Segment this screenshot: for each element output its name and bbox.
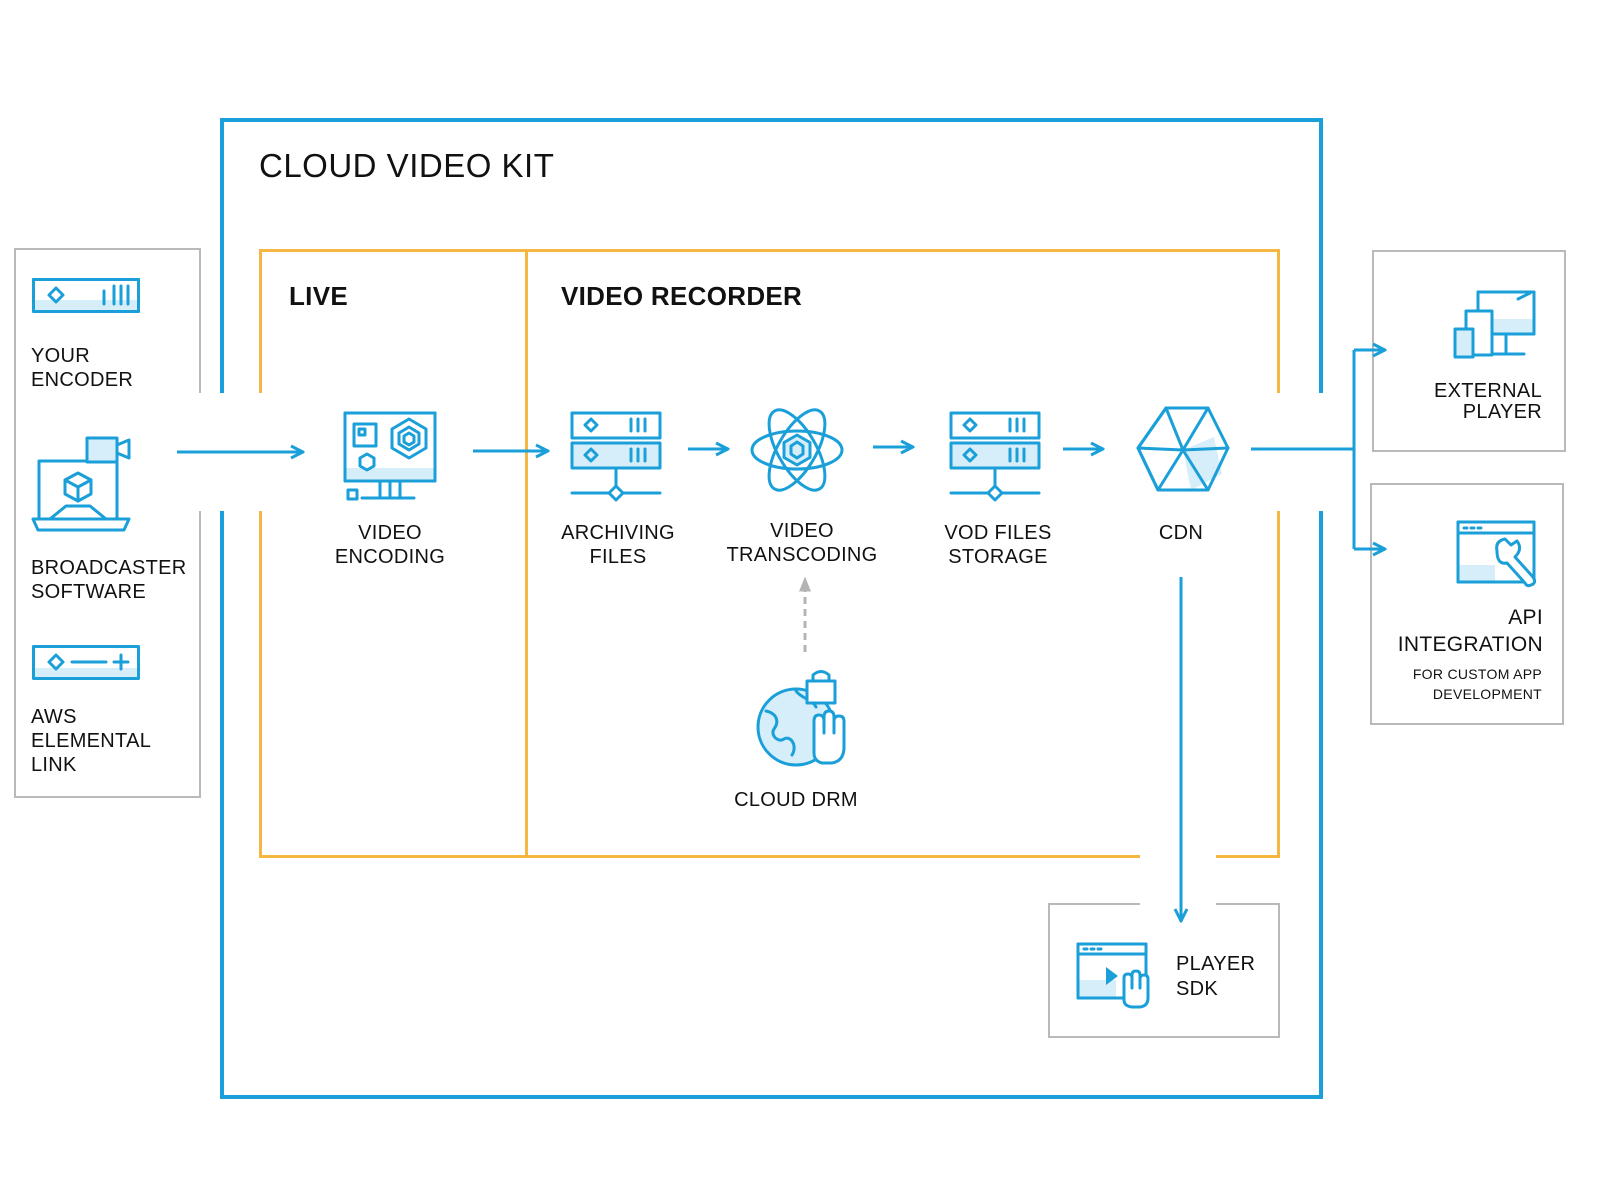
video-recorder-section-title: VIDEO RECORDER: [561, 281, 803, 311]
cdn-label: CDN: [1158, 522, 1204, 544]
api-integration-panel: [1370, 483, 1564, 725]
flow-gap-bottom: [1140, 850, 1216, 862]
broadcaster-laptop-icon: [31, 436, 131, 532]
cloud-drm-label: CLOUD DRM: [734, 789, 858, 811]
cloud-video-kit-frame: [220, 118, 1323, 1099]
api-integration-window-wrench-icon: [1456, 520, 1537, 588]
flow-gap-sdk: [1140, 898, 1216, 908]
live-section-title: LIVE: [289, 281, 348, 311]
aws-elemental-link-icon: [32, 645, 140, 680]
live-section-frame: [259, 249, 1280, 858]
video-transcoding-atom-icon: [750, 408, 844, 492]
cdn-polyhedron-icon: [1136, 406, 1230, 492]
player-sdk-window-icon: [1076, 942, 1150, 1009]
live-recorder-divider: [525, 249, 528, 858]
encoder-device-icon: [32, 278, 140, 313]
external-player-devices-icon: [1453, 290, 1536, 359]
video-encoding-monitor-icon: [343, 411, 437, 501]
sources-panel: [14, 248, 201, 798]
cloud-drm-globe-lock-icon: [756, 670, 846, 767]
vod-storage-server-icon: [949, 411, 1041, 502]
archiving-server-icon: [570, 411, 662, 502]
flow-gap-right: [1272, 393, 1332, 511]
cloud-video-kit-title: CLOUD VIDEO KIT: [259, 147, 555, 184]
